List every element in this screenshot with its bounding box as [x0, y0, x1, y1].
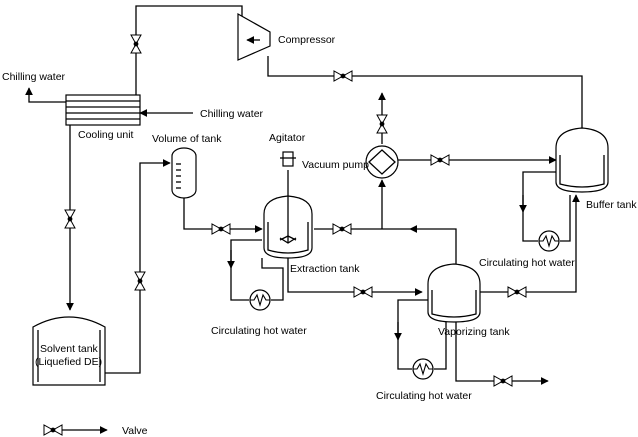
vacuum-pump: [365, 145, 399, 179]
vaporizing-tank: [427, 263, 481, 323]
circulating-hot-water-vaporizing-label: Circulating hot water: [376, 390, 472, 402]
valve-icon: [507, 286, 527, 298]
valve-icon: [376, 114, 388, 134]
valve-icon: [333, 70, 353, 82]
valve-icon: [211, 223, 231, 235]
chilling-water-out-label: Chilling water: [2, 71, 66, 83]
legend-valve-label: Valve: [122, 425, 148, 437]
legend: Valve: [43, 424, 148, 437]
extraction-tank: [263, 151, 313, 259]
pipes: [25, 5, 583, 385]
heat-exchanger-icon: [412, 358, 434, 380]
volume-of-tank-label: Volume of tank: [152, 133, 222, 145]
circulating-hot-water-buffer-label: Circulating hot water: [479, 257, 575, 269]
volume-tank: [171, 147, 197, 199]
vacuum-pump-label: Vacuum pump: [302, 159, 369, 171]
chilling-water-in-label: Chilling water: [200, 108, 264, 120]
solvent-tank: [32, 316, 106, 386]
vaporizing-tank-label: Vaporizing tank: [438, 326, 510, 338]
solvent-tank-label: Solvent tank: [40, 343, 99, 355]
cooling-unit: [65, 94, 141, 126]
valve-icon: [134, 271, 146, 291]
valve-icon: [64, 209, 76, 229]
extraction-tank-label: Extraction tank: [290, 263, 360, 275]
valve-icon: [430, 154, 450, 166]
compressor: [237, 12, 271, 61]
compressor-label: Compressor: [278, 34, 336, 46]
heat-exchanger-icon: [249, 289, 271, 311]
buffer-tank: [555, 127, 609, 193]
circulating-hot-water-extraction-label: Circulating hot water: [211, 325, 307, 337]
valve-icon: [493, 375, 513, 387]
buffer-tank-label: Buffer tank: [586, 199, 637, 211]
valve-icon: [353, 286, 373, 298]
heat-exchanger-icon: [538, 230, 560, 252]
valve-icon: [43, 424, 63, 436]
cooling-unit-label: Cooling unit: [78, 129, 134, 141]
solvent-tank-sublabel: (Liquefied DE): [35, 356, 102, 368]
agitator-label: Agitator: [269, 132, 306, 144]
valve-icon: [332, 223, 352, 235]
valve-icon: [130, 34, 142, 54]
